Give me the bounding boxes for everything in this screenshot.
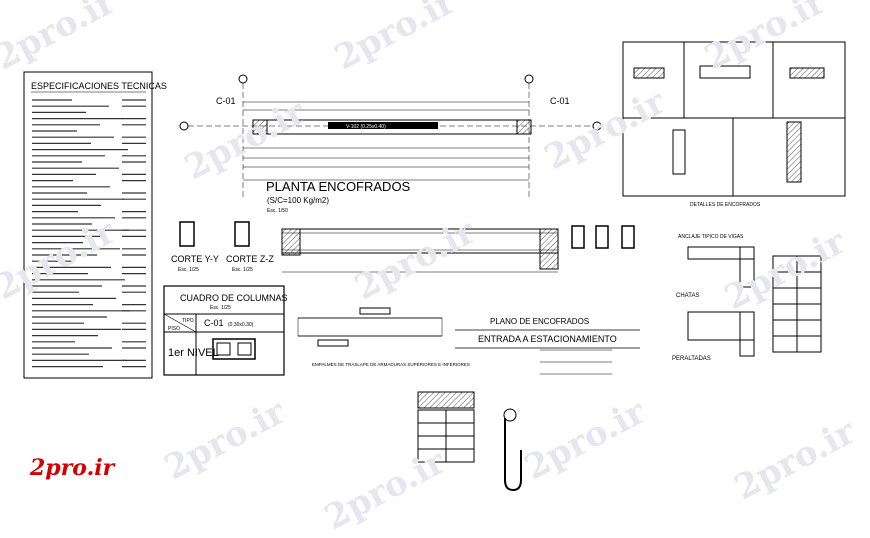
columns-table-title: CUADRO DE COLUMNAS [180,293,288,303]
details-caption: DETALLES DE ENCOFRADOS [690,202,761,208]
title-block-line2: ENTRADA A ESTACIONAMIENTO [478,334,617,344]
corte-y-label: CORTE Y-Y [171,254,219,264]
beam-elevation [281,225,635,273]
formwork-details: DETALLES DE ENCOFRADOS [622,41,846,208]
chatas-label: CHATAS [676,293,699,299]
column-label-left: C-01 [216,96,236,106]
plan-title: PLANTA ENCOFRADOS [266,179,411,194]
site-logo: 2pro.ir [30,455,115,481]
splice-detail: EMPALMES DE TRASLAPE DE ARMADURAS SUPERI… [297,307,470,367]
column-label-right: C-01 [550,96,570,106]
specifications-panel: ESPECIFICACIONES TECNICAS [23,71,167,379]
cad-drawing: ESPECIFICACIONES TECNICAS V-102 (0.25x0.… [23,41,846,492]
tipo-dim: (0.30x0.30) [228,322,254,328]
corte-z-scale: Esc. 1/25 [232,267,253,273]
anclaje-title: ANCLAJE TIPICO DE VIGAS [678,234,744,240]
splice-label: EMPALMES DE TRASLAPE DE ARMADURAS SUPERI… [312,362,470,367]
beam-label: V-102 (0.25x0.40) [346,124,386,130]
corte-y-scale: Esc. 1/25 [178,267,199,273]
title-block-line1: PLANO DE ENCOFRADOS [490,317,589,326]
section-cuts: CORTE Y-Y Esc. 1/25 CORTE Z-Z Esc. 1/25 [171,221,274,273]
nivel-label: 1er NIVEL [168,347,219,359]
corte-z-label: CORTE Z-Z [226,254,274,264]
plan-subtitle: (S/C=100 Kg/m2) [267,196,329,205]
columns-table-scale: Esc. 1/25 [210,305,231,311]
tipo-label: TIPO [182,318,194,324]
tipo-value: C-01 [204,318,224,328]
plan-scale: Esc. 1/50 [267,208,288,214]
forming-plan: V-102 (0.25x0.40) C-01 C-01 PLANTA ENCOF… [179,74,602,214]
specs-title: ESPECIFICACIONES TECNICAS [31,81,167,91]
spec-text-lines [32,99,146,368]
piso-label: PISO [168,326,180,332]
columns-table: CUADRO DE COLUMNAS Esc. 1/25 TIPO PISO C… [163,285,288,376]
anchorage-details: ANCLAJE TIPICO DE VIGAS CHATAS PERALTADA… [672,234,822,362]
hook-detail [417,391,522,492]
peraltadas-label: PERALTADAS [672,356,711,362]
title-block: PLANO DE ENCOFRADOS ENTRADA A ESTACIONAM… [455,317,640,375]
